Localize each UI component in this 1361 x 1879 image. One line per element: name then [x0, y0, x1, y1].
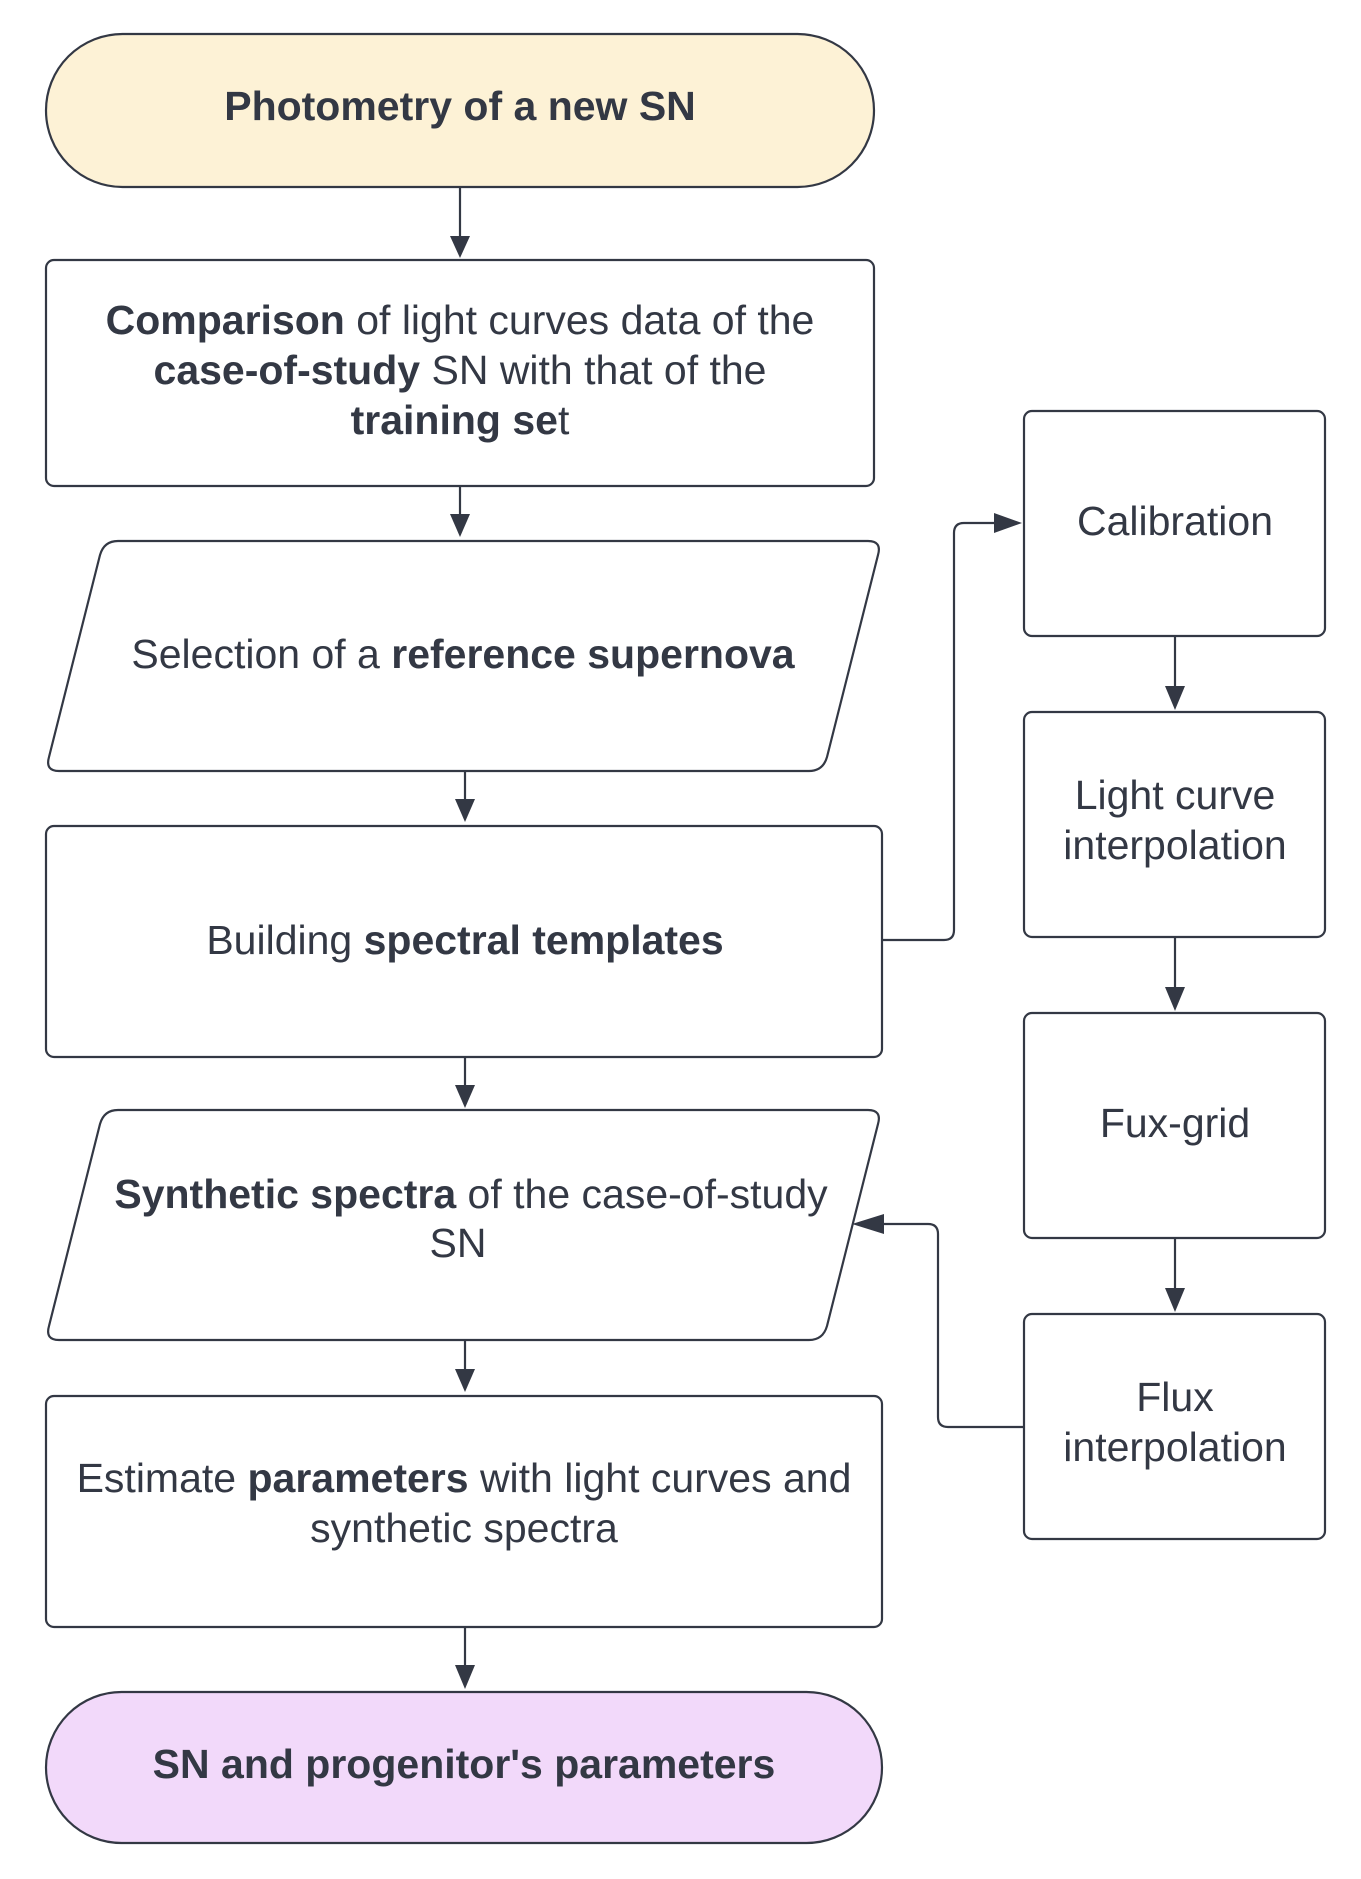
- synthetic-data-shape: [47, 1108, 880, 1342]
- selection-label: Selection of a reference supernova: [131, 631, 795, 677]
- lc-interpolation-label-line-1: Light curve: [1075, 772, 1276, 818]
- flux-interpolation-process-shape: [1022, 1312, 1327, 1541]
- start-terminator-shape: [44, 32, 876, 189]
- node-calibration: Calibration: [1022, 409, 1327, 638]
- building-label: Building spectral templates: [206, 917, 723, 963]
- edge-synthetic-to-estimate: [455, 1340, 475, 1392]
- estimate-process-shape: [44, 1394, 884, 1629]
- node-comparison: Comparison of light curves data of the c…: [44, 258, 876, 488]
- edge-flux-interp-to-synthetic: [852, 1214, 1024, 1429]
- node-synthetic: Synthetic spectra of the case-of-study S…: [47, 1108, 880, 1342]
- node-fux-grid: Fux-grid: [1022, 1011, 1327, 1240]
- synthetic-label-line-1: Synthetic spectra of the case-of-study: [114, 1171, 828, 1217]
- node-end: SN and progenitor's parameters: [44, 1690, 884, 1845]
- node-estimate: Estimate parameters with light curves an…: [44, 1394, 884, 1629]
- synthetic-label-line-2: SN: [430, 1220, 487, 1266]
- selection-data-shape: [47, 539, 880, 773]
- comparison-label-line-2: case-of-study SN with that of the: [154, 347, 767, 393]
- estimate-label-line-2: synthetic spectra: [310, 1505, 618, 1551]
- comparison-label-line-1: Comparison of light curves data of the: [106, 297, 815, 343]
- fux-grid-label: Fux-grid: [1100, 1100, 1250, 1146]
- node-start: Photometry of a new SN: [44, 32, 876, 189]
- edge-lc-interp-to-fux-grid: [1165, 937, 1185, 1011]
- edge-estimate-to-end: [455, 1627, 475, 1689]
- end-label: SN and progenitor's parameters: [153, 1741, 776, 1787]
- flux-interpolation-label-line-1: Flux: [1136, 1374, 1214, 1420]
- end-terminator-shape: [44, 1690, 884, 1845]
- node-building: Building spectral templates: [44, 824, 884, 1059]
- edge-selection-to-building: [455, 771, 475, 822]
- comparison-label-line-3: training set: [351, 397, 570, 443]
- building-process-shape: [44, 824, 884, 1059]
- connectors: [450, 188, 1185, 1689]
- fux-grid-process-shape: [1022, 1011, 1327, 1240]
- estimate-label-line-1: Estimate parameters with light curves an…: [77, 1455, 852, 1501]
- lc-interpolation-label-line-2: interpolation: [1063, 822, 1286, 868]
- node-lc-interpolation: Light curve interpolation: [1022, 710, 1327, 939]
- edge-calibration-to-lc-interp: [1165, 636, 1185, 710]
- edge-building-to-calibration: [882, 513, 1022, 942]
- edge-fux-grid-to-flux-interp: [1165, 1238, 1185, 1312]
- node-flux-interpolation: Flux interpolation: [1022, 1312, 1327, 1541]
- edge-comparison-to-selection: [450, 486, 470, 537]
- edge-start-to-comparison: [450, 188, 470, 258]
- edge-building-to-synthetic: [455, 1057, 475, 1108]
- lc-interpolation-process-shape: [1022, 710, 1327, 939]
- calibration-process-shape: [1022, 409, 1327, 638]
- node-selection: Selection of a reference supernova: [47, 539, 880, 773]
- flux-interpolation-label-line-2: interpolation: [1063, 1424, 1286, 1470]
- comparison-process-shape: [44, 258, 876, 488]
- start-label: Photometry of a new SN: [224, 83, 696, 129]
- calibration-label: Calibration: [1077, 498, 1273, 544]
